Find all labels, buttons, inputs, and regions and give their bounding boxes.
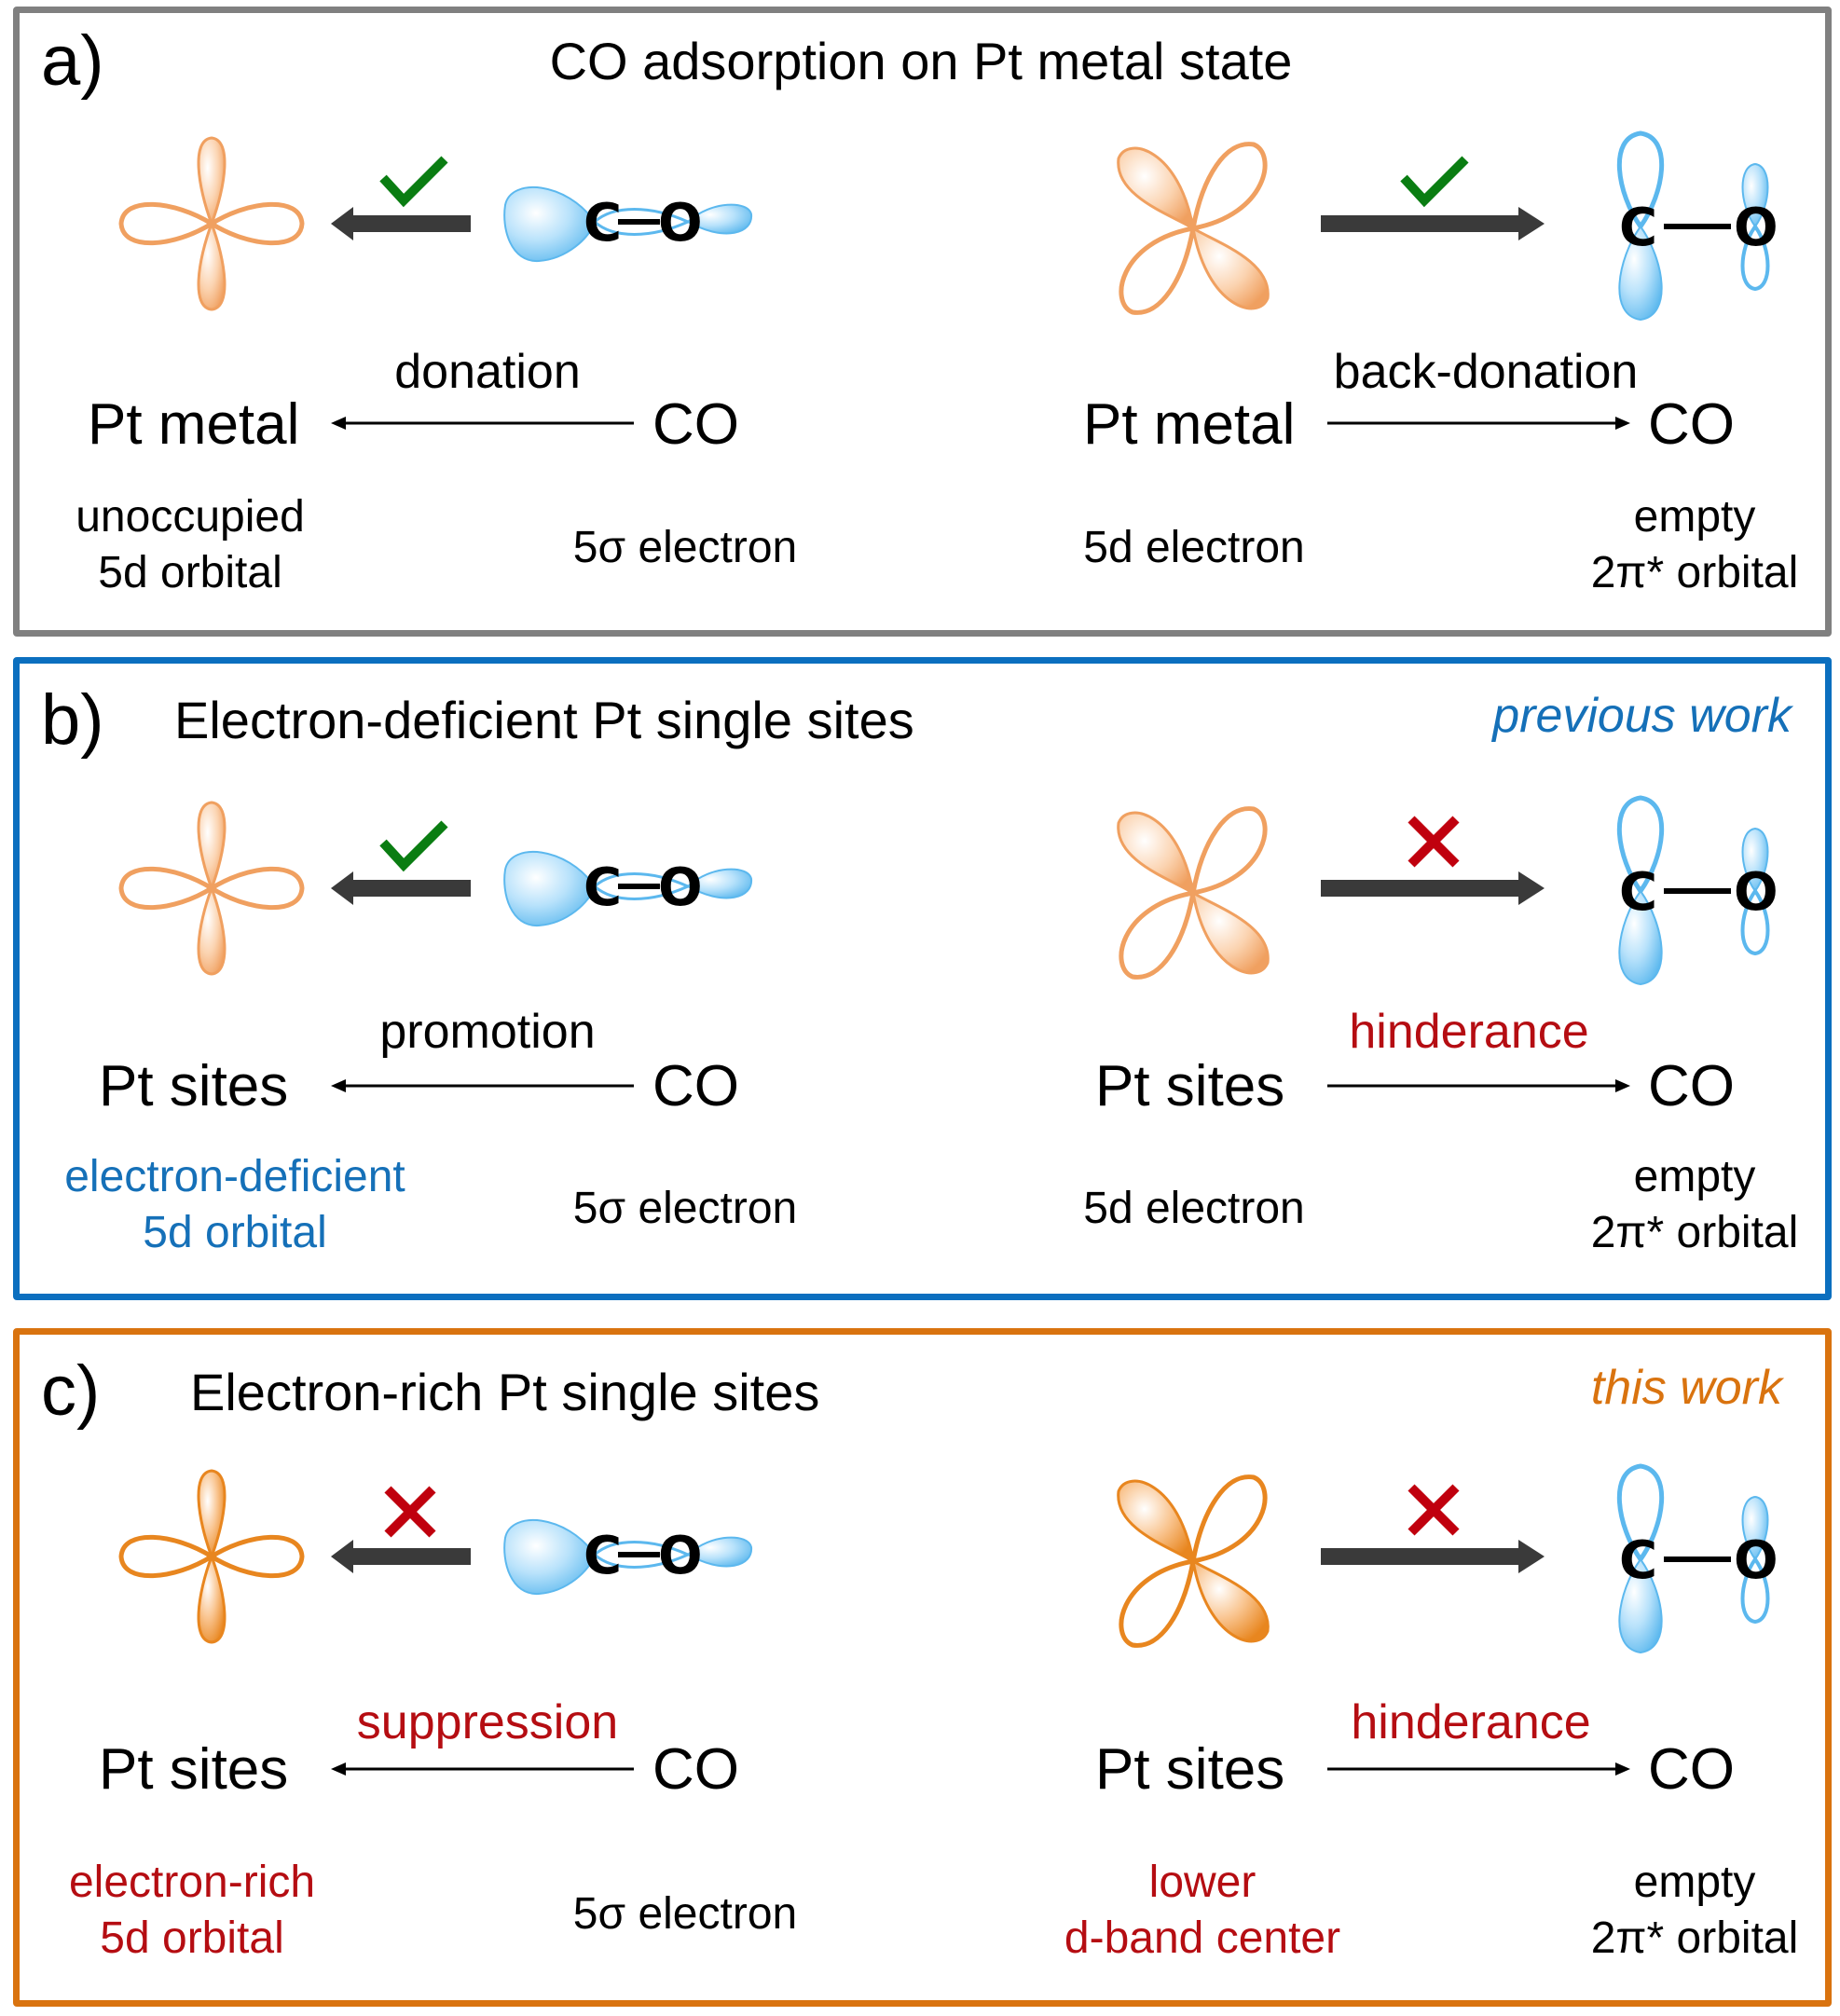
desc-line: empty <box>1633 1858 1756 1907</box>
pt-description: unoccupied 5d orbital <box>76 489 305 601</box>
oxygen-atom: O <box>1734 862 1778 923</box>
hinderance-arrow-icon <box>1321 871 1545 905</box>
desc-line: electron-deficient <box>64 1152 405 1201</box>
pt-dxy-orbital-icon <box>1117 806 1270 980</box>
co-description: 5σ electron <box>572 1184 798 1233</box>
desc-line: 2π* orbital <box>1590 1913 1799 1963</box>
panel-title: Electron-deficient Pt single sites <box>174 691 914 749</box>
back-donation-arrow-icon <box>1321 207 1545 240</box>
desc-line: 5d orbital <box>143 1208 327 1257</box>
cross-icon <box>384 1486 436 1538</box>
process-label: suppression <box>356 1695 619 1749</box>
desc-line: unoccupied <box>76 492 305 542</box>
panel-c <box>13 1328 1832 2007</box>
co-pi-star-orbital-icon: C O <box>1617 1463 1778 1654</box>
co-sigma-orbital-icon: C O <box>503 1518 753 1596</box>
co-pi-star-orbital-icon: C O <box>1617 130 1778 322</box>
cross-icon <box>1407 816 1460 868</box>
carbon-atom: C <box>584 193 622 254</box>
reaction-arrow-left-icon <box>331 1762 634 1776</box>
desc-line: 2π* orbital <box>1590 548 1799 597</box>
pt-d-orbital-icon <box>118 136 305 311</box>
promotion-arrow-icon <box>331 871 471 905</box>
cross-icon <box>1407 1484 1460 1536</box>
donation-arrow-icon <box>331 207 471 240</box>
carbon-atom: C <box>584 857 622 918</box>
carbon-atom: C <box>1619 1530 1657 1591</box>
co-description: empty 2π* orbital <box>1591 1855 1799 1967</box>
process-label: hinderance <box>1351 1695 1591 1749</box>
carbon-atom: C <box>584 1526 622 1586</box>
pt-species: Pt sites <box>1095 1054 1285 1118</box>
desc-line: empty <box>1633 492 1756 542</box>
reaction-arrow-right-icon <box>1327 417 1630 430</box>
pt-species: Pt sites <box>99 1737 289 1802</box>
co-sigma-orbital-icon: C O <box>503 185 753 263</box>
co-description: empty 2π* orbital <box>1591 489 1799 601</box>
panel-title: CO adsorption on Pt metal state <box>549 32 1293 90</box>
desc-line: electron-rich <box>68 1858 316 1907</box>
reaction-arrow-right-icon <box>1327 1079 1630 1092</box>
co-species: CO <box>1648 1054 1735 1118</box>
oxygen-atom: O <box>658 857 703 918</box>
co-description: empty 2π* orbital <box>1591 1149 1799 1261</box>
panel-b <box>13 657 1832 1300</box>
co-sigma-orbital-icon: C O <box>503 850 753 927</box>
pt-species: Pt sites <box>1095 1737 1285 1802</box>
co-description: 5σ electron <box>572 523 798 572</box>
oxygen-atom: O <box>658 1526 703 1586</box>
co-species: CO <box>1648 1737 1735 1802</box>
pt-dxy-orbital-icon <box>1117 1474 1270 1648</box>
pt-description: 5d electron <box>1083 1184 1305 1233</box>
pt-species: Pt metal <box>88 392 300 457</box>
pt-species: Pt sites <box>99 1054 289 1118</box>
pt-description: electron-deficient 5d orbital <box>64 1149 405 1261</box>
reaction-arrow-right-icon <box>1327 1762 1630 1776</box>
desc-line: 2π* orbital <box>1590 1208 1799 1257</box>
co-species: CO <box>652 392 739 457</box>
co-description: 5σ electron <box>572 1889 798 1939</box>
oxygen-atom: O <box>1734 198 1778 258</box>
co-species: CO <box>1648 392 1735 457</box>
pt-species: Pt metal <box>1083 392 1296 457</box>
desc-line: lower <box>1148 1858 1256 1907</box>
panel-tag: previous work <box>1492 689 1792 743</box>
desc-line: d-band center <box>1064 1913 1341 1963</box>
pt-d-orbital-icon <box>118 801 305 976</box>
pt-description: lower d-band center <box>1064 1855 1340 1967</box>
pt-dxy-orbital-icon <box>1117 142 1270 315</box>
reaction-arrow-left-icon <box>331 1079 634 1092</box>
co-species: CO <box>652 1054 739 1118</box>
carbon-atom: C <box>1619 198 1657 258</box>
panel-title: Electron-rich Pt single sites <box>190 1363 820 1421</box>
desc-line: 5d orbital <box>100 1913 284 1963</box>
check-icon <box>1400 156 1469 208</box>
process-label: back-donation <box>1333 345 1639 399</box>
panel-label: b) <box>41 680 104 760</box>
check-icon <box>379 820 448 872</box>
oxygen-atom: O <box>1734 1530 1778 1591</box>
panel-label: c) <box>41 1351 101 1431</box>
process-label: promotion <box>379 1005 596 1059</box>
process-label: donation <box>394 345 581 399</box>
pt-d-orbital-icon <box>118 1469 305 1644</box>
check-icon <box>379 156 448 208</box>
pt-description: electron-rich 5d orbital <box>69 1855 315 1967</box>
panel-label: a) <box>41 21 104 101</box>
reaction-arrow-left-icon <box>331 417 634 430</box>
process-label: hinderance <box>1349 1005 1589 1059</box>
desc-line: 5d orbital <box>98 548 282 597</box>
co-pi-star-orbital-icon: C O <box>1617 795 1778 986</box>
panel-a <box>13 7 1832 637</box>
hinderance-arrow-icon <box>1321 1540 1545 1573</box>
desc-line: empty <box>1633 1152 1756 1201</box>
oxygen-atom: O <box>658 193 703 254</box>
carbon-atom: C <box>1619 862 1657 923</box>
panel-tag: this work <box>1590 1361 1782 1415</box>
suppression-arrow-icon <box>331 1540 471 1573</box>
pt-description: 5d electron <box>1083 523 1305 572</box>
co-species: CO <box>652 1737 739 1802</box>
